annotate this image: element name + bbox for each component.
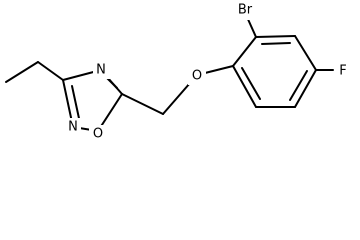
ether-oxygen-label: O (192, 69, 202, 84)
ring-oxygen-label-background (89, 125, 108, 144)
bond-c5-o1 (97, 93, 123, 132)
bonds (5, 16, 334, 132)
bond-c2-c3-aromatic (255, 35, 296, 38)
n4-label-background (93, 61, 110, 79)
fluorine-label: F (339, 64, 346, 79)
bond-n2-c3-double (71, 85, 81, 124)
bond-c5-ch2 (121, 93, 164, 115)
bond-c6-c1-aromatic (232, 65, 257, 108)
ring-nitrogen-n2-label: N (68, 120, 78, 135)
atom-labels: Br F O N N O (64, 0, 353, 144)
br-label-background (231, 0, 261, 20)
bond-c4-c5-inner (289, 70, 308, 101)
bond-c2-c3-inner (261, 42, 291, 45)
f-label-background (335, 62, 353, 80)
bond-c3-c4-aromatic (294, 35, 317, 71)
bromine-label: Br (238, 3, 253, 18)
bond-ch2-c3 (37, 61, 64, 81)
ether-oxygen-label-background (188, 67, 206, 85)
bond-c6-c1-inner (241, 67, 261, 100)
bond-c1-c2 (232, 36, 257, 67)
chemical-structure-diagram: Br F O N N O (5, 0, 353, 144)
ring-oxygen-label: O (93, 127, 103, 142)
bond-c2-br (246, 16, 257, 38)
n2-label-background (64, 118, 81, 136)
ring-nitrogen-n4-label: N (96, 63, 106, 78)
bond-c4-c5-aromatic (294, 69, 317, 108)
bond-ch3-ch2 (5, 61, 39, 83)
